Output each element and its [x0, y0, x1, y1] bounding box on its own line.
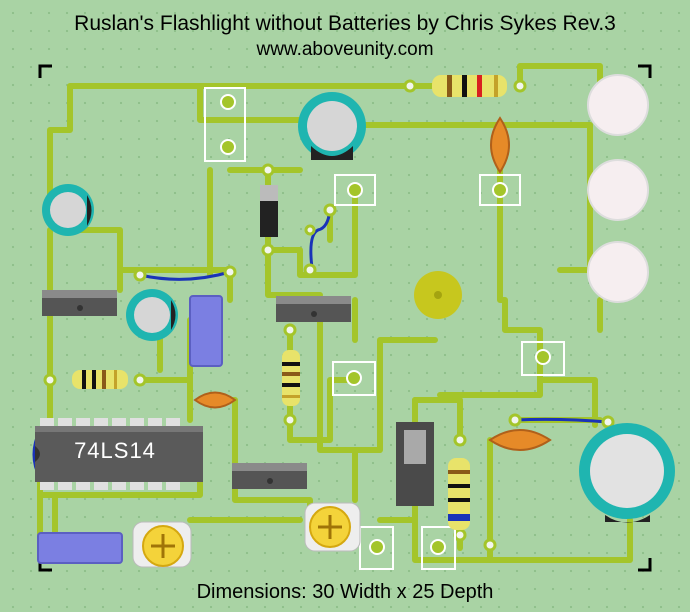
- resistor-middle: [282, 350, 300, 406]
- capacitor-left-top: [42, 184, 94, 236]
- led-3: [587, 241, 649, 303]
- jumper-wire: [309, 209, 332, 269]
- led-2: [587, 159, 649, 221]
- transistor-outline: [521, 341, 565, 376]
- transistor-outline: [359, 526, 394, 570]
- transistor-outline: [332, 361, 376, 396]
- website-url: www.aboveunity.com: [256, 39, 434, 60]
- capacitor-blue-wide: [37, 532, 123, 564]
- ic-label: 74LS14: [74, 438, 156, 463]
- transistor-outline: [334, 174, 376, 206]
- solder-pads: [43, 79, 615, 552]
- capacitor-blue-tall: [189, 295, 223, 367]
- trimmer-left: [132, 521, 192, 568]
- resistor-left: [72, 370, 128, 389]
- transistor-outline: [479, 174, 521, 206]
- capacitor-top: [298, 92, 366, 160]
- led-1: [587, 74, 649, 136]
- diode: [260, 185, 278, 237]
- capacitor-left-mid: [126, 289, 178, 341]
- regulator-bottom: [232, 463, 307, 489]
- slide-switch: [396, 422, 434, 506]
- dimensions-caption: Dimensions: 30 Width x 25 Depth: [196, 581, 494, 603]
- diagram-title: Ruslan's Flashlight without Batteries by…: [74, 12, 616, 35]
- transistor-outline: [204, 87, 246, 162]
- capacitor-bottom-right: [579, 423, 675, 523]
- jumper-wire: [139, 270, 231, 281]
- jumper-wire: [514, 417, 609, 424]
- trimmer-bottom: [304, 502, 361, 552]
- ceramic-caps: [193, 116, 552, 451]
- transistor-pads: [204, 87, 565, 570]
- resistor-top: [432, 75, 507, 97]
- led-stack: [587, 74, 649, 303]
- ic-74ls14: [35, 418, 203, 490]
- regulator-mid: [276, 296, 351, 322]
- regulator-left: [42, 290, 117, 316]
- resistor-right: [448, 458, 470, 530]
- transistor-outline: [421, 526, 456, 570]
